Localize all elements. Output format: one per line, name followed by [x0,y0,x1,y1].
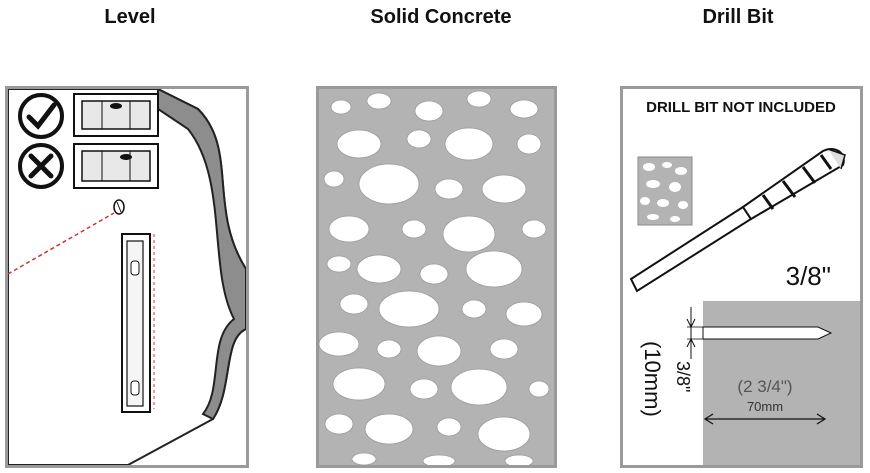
aggregate-stone [419,263,449,285]
guide-line [8,212,115,275]
concrete-illustration [319,89,554,465]
aggregate-stone [364,413,414,445]
check-icon [18,93,64,139]
mounting-bracket [121,233,151,413]
hole-diagram [686,301,860,465]
aggregate-stone [465,250,523,288]
aggregate-stone [356,254,402,284]
aggregate-stone [324,413,354,435]
aggregate-stone [444,127,494,161]
level-tilted-icon [73,143,159,189]
aggregate-stone [504,454,534,465]
concrete-sample-icon [637,156,693,226]
aggregate-stone [477,416,531,452]
aggregate-stone [351,452,377,465]
aggregate-stone [332,367,386,401]
aggregate-stone [323,170,345,188]
aggregate-stone [401,219,427,239]
aggregate-stone [376,339,402,359]
drill-panel: DRILL BIT NOT INCLUDED 3/8" [620,86,863,468]
aggregate-stone [406,129,432,149]
hole-width-metric: (10mm) [640,341,665,417]
aggregate-stone [416,335,462,367]
aggregate-stone [409,378,439,400]
aggregate-stone [336,129,382,159]
aggregate-stone [319,331,360,357]
drill-bit-notice: DRILL BIT NOT INCLUDED [646,99,836,116]
screw-icon [113,199,125,215]
aggregate-stone [378,290,440,328]
aggregate-stone [330,99,352,115]
wall-edge [157,89,246,421]
aggregate-stone [505,301,543,327]
aggregate-stone [481,174,527,204]
aggregate-stone [434,178,464,200]
aggregate-stone [521,219,547,239]
level-panel [5,86,249,468]
aggregate-stone [528,380,550,398]
aggregate-stone [366,92,392,110]
aggregate-stone [516,133,542,155]
aggregate-stone [422,454,456,465]
drill-illustration: DRILL BIT NOT INCLUDED 3/8" [629,99,860,465]
aggregate-stone [326,255,352,273]
aggregate-stone [489,338,519,360]
concrete-panel [316,86,557,468]
hole-depth-metric: 70mm [747,399,783,414]
aggregate-stone [339,293,369,315]
aggregate-stone [414,100,444,122]
aggregate-stone [466,90,492,108]
aggregate-stone [450,368,508,406]
cross-icon [18,143,64,189]
drill-bit-title: Drill Bit [702,6,774,28]
hole-depth-imperial: (2 3/4") [737,377,792,396]
hole-width-imperial: 3/8" [673,361,693,392]
aggregate-stone [442,215,496,253]
solid-concrete-title: Solid Concrete [370,6,512,28]
aggregate-stone [358,163,420,205]
bit-size-label: 3/8" [786,261,831,291]
aggregate-stone [461,299,487,319]
aggregate-stone [509,99,539,119]
level-illustration [8,89,246,465]
aggregate-stone [436,417,462,437]
level-title: Level [104,6,156,28]
drill-bit-icon [629,147,846,293]
aggregate-stone [328,215,370,243]
level-icon [73,93,159,137]
